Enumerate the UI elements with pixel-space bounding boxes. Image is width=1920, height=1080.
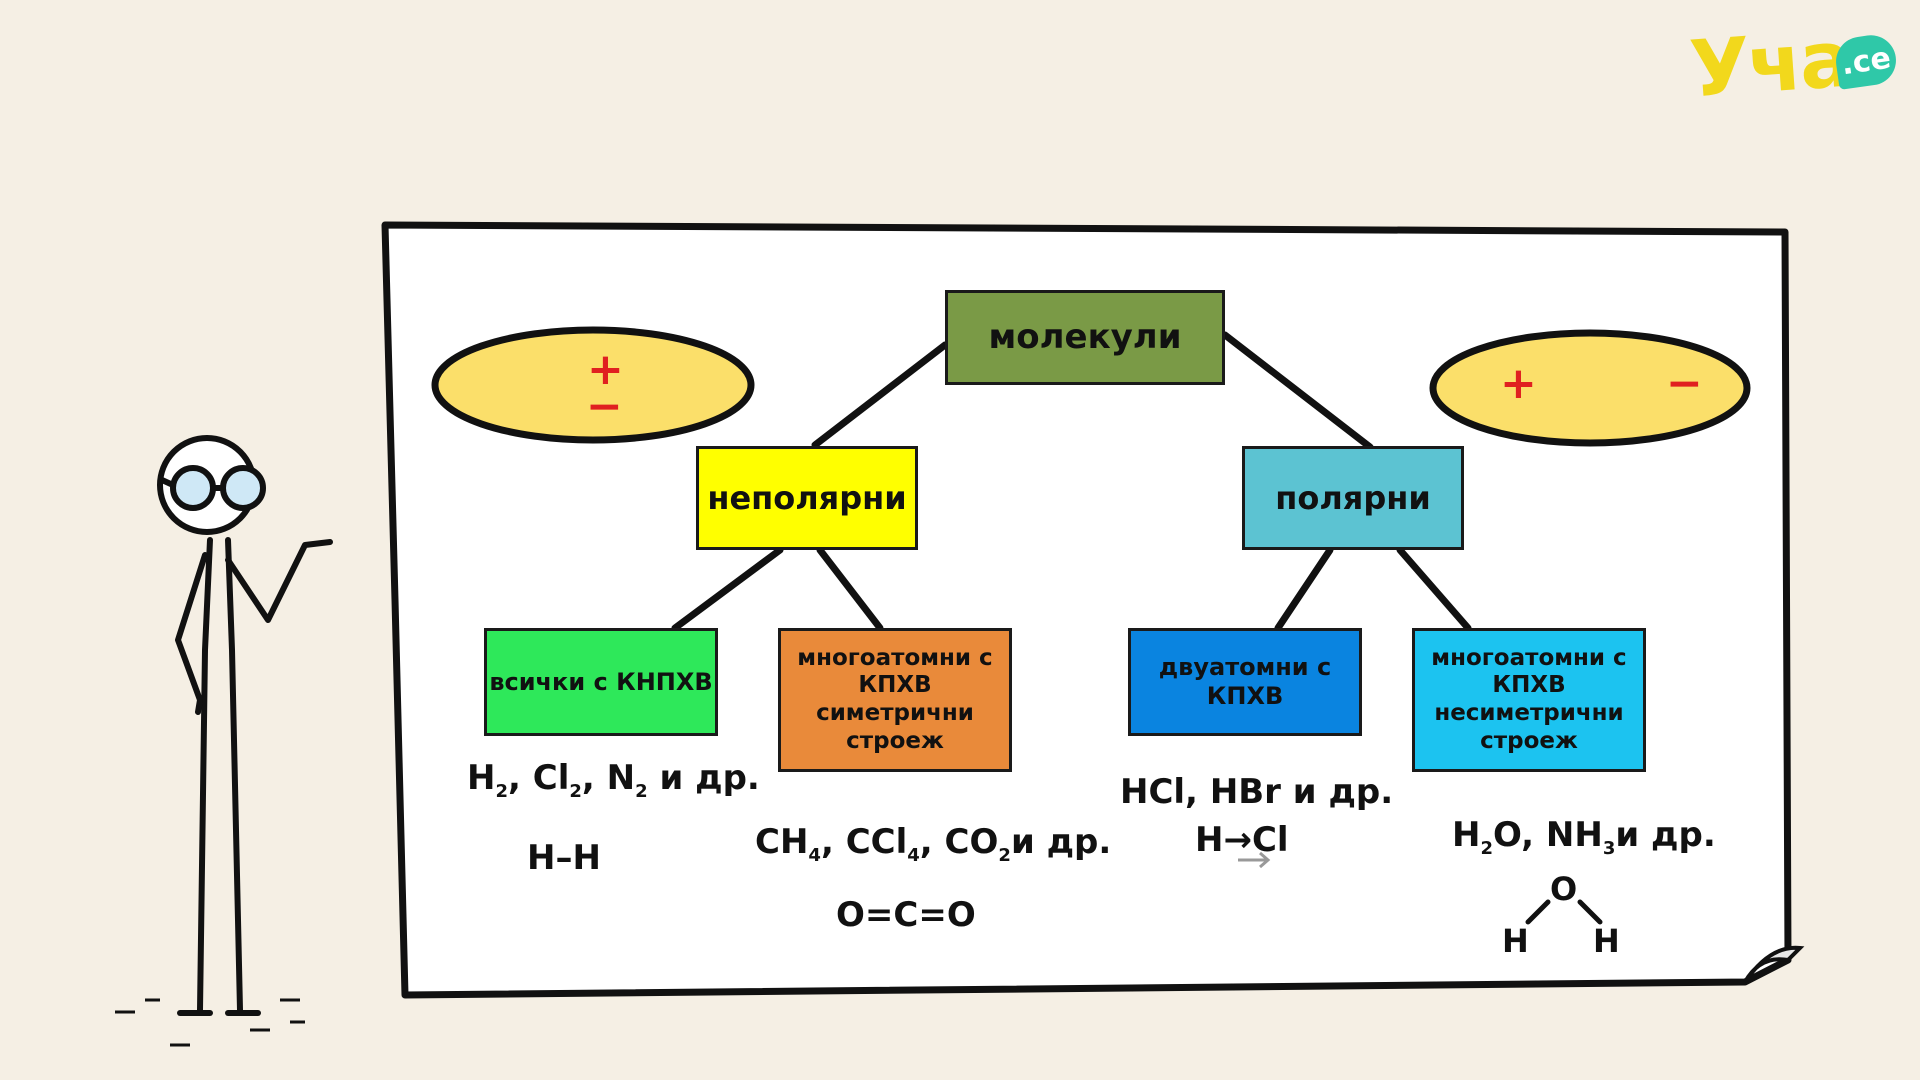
connector-nonpolar-leaf2 (816, 546, 884, 632)
ucha-logo: Уча (1687, 14, 1854, 116)
hcl-dipole-arrow (1238, 851, 1271, 869)
ellipse-nonpolar-charge (431, 326, 755, 444)
water-atom-h1: H (1502, 922, 1529, 960)
connector-polar-leaf4 (1396, 546, 1472, 632)
water-atom-h2: H (1593, 922, 1620, 960)
ellipse-right-minus: − (1666, 358, 1703, 409)
teacher-figure (157, 435, 333, 1016)
node-polyatomic-asymmetric-line-2: КПХВ (1492, 672, 1566, 699)
ground-dashes (115, 998, 305, 1047)
paper-curl (1743, 945, 1805, 984)
node-polyatomic-asymmetric-line-3: несиметрични (1434, 700, 1624, 726)
ellipse-right-plus: + (1500, 358, 1537, 409)
node-nonpolar: неполярни (696, 446, 918, 550)
node-polyatomic-asymmetric: многоатомни с КПХВ несиметрични строеж (1412, 628, 1646, 772)
node-diatomic-kpxv: двуатомни с КПХВ (1128, 628, 1362, 736)
node-polyatomic-symmetric-line-1: многоатомни с (797, 644, 993, 671)
example-1-formula: H2, Cl2, N2 и др. (467, 758, 760, 802)
node-diatomic-line-1: двуатомни с (1158, 653, 1332, 682)
connector-nonpolar-leaf1 (671, 546, 784, 632)
node-molecules: молекули (945, 290, 1225, 385)
connector-root-nonpolar (811, 341, 949, 449)
water-atom-o: O (1550, 870, 1578, 908)
ellipse-left-minus: − (586, 381, 623, 432)
example-4-formula: H2O, NH3и др. (1452, 815, 1716, 859)
connector-lines (671, 331, 1472, 632)
example-2-formula: CH4, CCl4, CO2и др. (755, 822, 1112, 866)
node-molecules-label: молекули (988, 317, 1182, 358)
ellipse-left-plus: + (587, 344, 624, 395)
example-2-structure: O=C=O (836, 895, 976, 935)
connector-polar-leaf3 (1274, 546, 1334, 632)
node-polar-label: полярни (1275, 478, 1431, 517)
ellipse-polar-charge (1429, 329, 1751, 447)
example-3-structure: H→Cl (1195, 820, 1289, 860)
node-nonpolar-label: неполярни (707, 478, 907, 517)
node-polyatomic-symmetric-line-3: симетрични (816, 700, 974, 726)
node-polyatomic-symmetric: многоатомни с КПХВ симетрични строеж (778, 628, 1012, 772)
example-3-formula: HCl, HBr и др. (1120, 772, 1394, 812)
node-all-knpxv-label: всички с КНПХВ (489, 667, 713, 696)
node-polyatomic-symmetric-line-2: КПХВ (858, 672, 932, 699)
node-polar: полярни (1242, 446, 1464, 550)
node-all-knpxv: всички с КНПХВ (484, 628, 718, 736)
example-1-structure: H–H (527, 838, 601, 878)
node-polyatomic-asymmetric-line-4: строеж (1480, 727, 1578, 754)
node-polyatomic-symmetric-line-4: строеж (846, 727, 944, 754)
node-diatomic-line-2: КПХВ (1206, 682, 1284, 710)
water-bonds (1525, 899, 1603, 925)
node-polyatomic-asymmetric-line-1: многоатомни с (1431, 644, 1627, 671)
connector-root-polar (1221, 331, 1374, 451)
